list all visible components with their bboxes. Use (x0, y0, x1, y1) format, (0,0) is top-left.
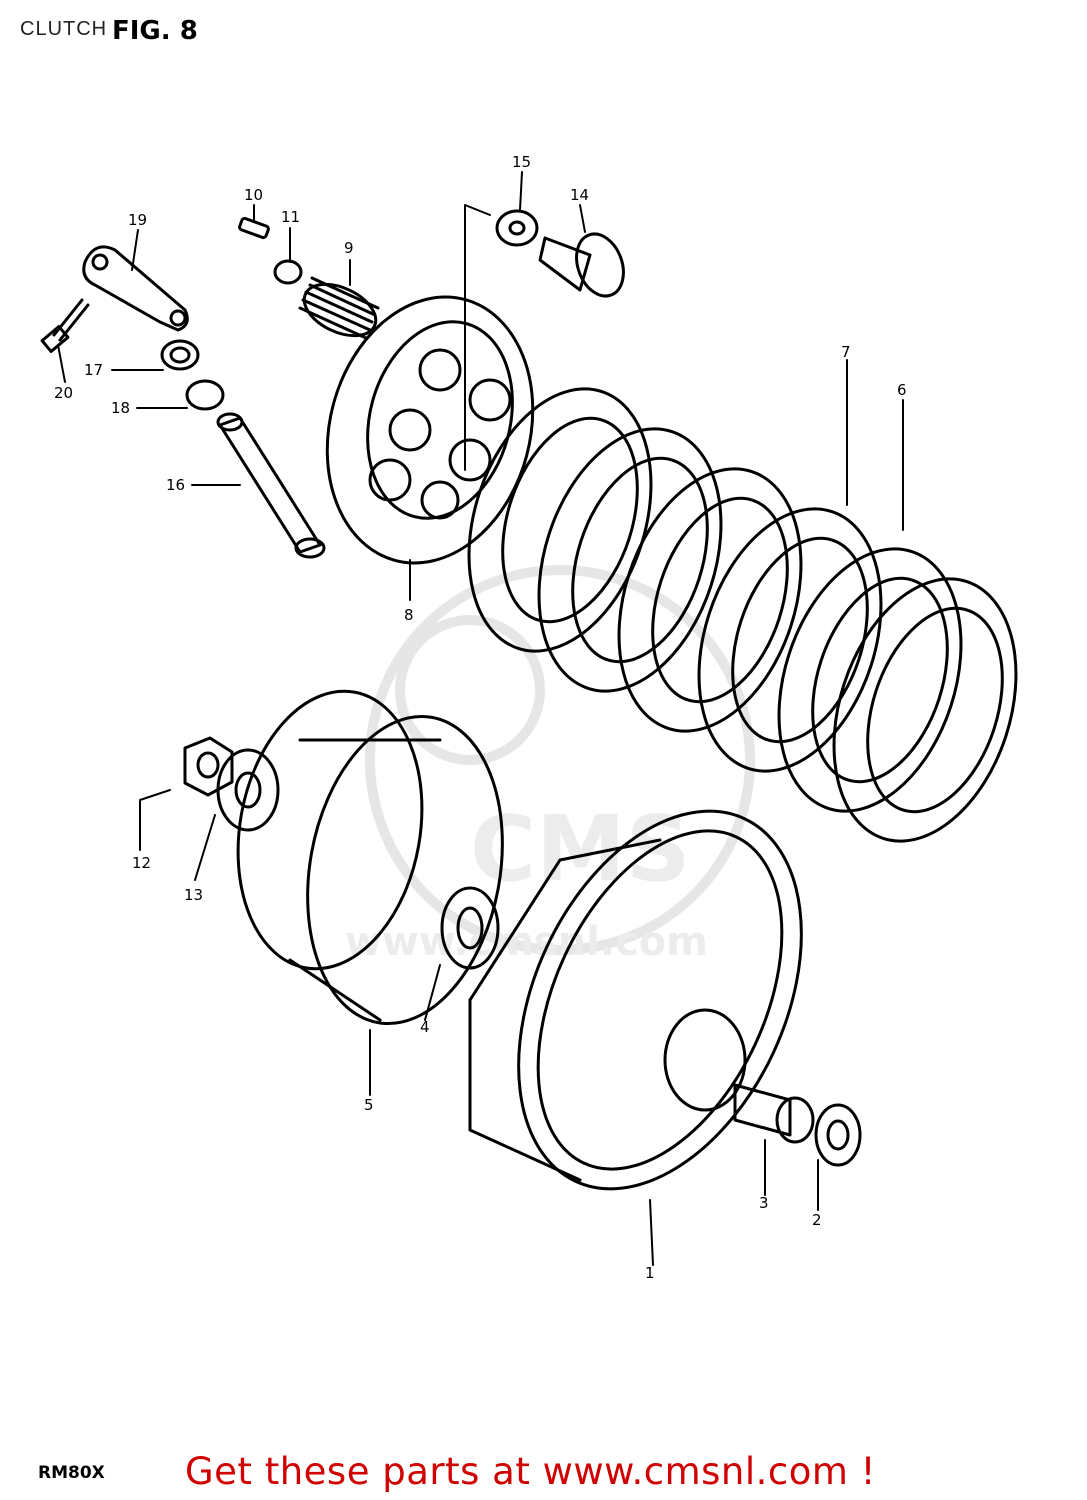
callout-14: 14 (570, 186, 589, 204)
callout-18: 18 (111, 399, 130, 417)
part-3-spacer (733, 1083, 815, 1144)
part-2-washer (814, 1103, 862, 1167)
callout-17: 17 (84, 361, 103, 379)
part-19-lever (82, 245, 189, 332)
part-14-pin (538, 232, 625, 298)
part-13-lockwasher (216, 748, 280, 832)
part-16-pushrod (216, 412, 326, 559)
callout-6: 6 (897, 381, 907, 399)
part-20-bolt (40, 298, 90, 353)
part-5-clutch-hub (236, 689, 504, 1026)
callout-13: 13 (184, 886, 203, 904)
callout-12: 12 (132, 854, 151, 872)
part-4-washer (440, 886, 500, 970)
callout-19: 19 (128, 211, 147, 229)
part-1-clutch-housing (468, 809, 803, 1191)
callout-9: 9 (344, 239, 354, 257)
part-10-bolt (238, 216, 270, 240)
part-15-washer (495, 209, 539, 247)
model-code: RM80X (38, 1463, 105, 1483)
part-12-nut (183, 736, 234, 797)
callout-4: 4 (420, 1018, 430, 1036)
callout-20: 20 (54, 384, 73, 402)
callout-1: 1 (645, 1264, 655, 1282)
callout-3: 3 (759, 1194, 769, 1212)
callout-labels: 1 2 3 4 5 6 7 8 9 10 11 12 13 14 15 16 1… (54, 153, 907, 1282)
callout-5: 5 (364, 1096, 374, 1114)
leader-lines (57, 171, 904, 1266)
watermark: CMS www.cmsnl.com (345, 565, 755, 965)
callout-11: 11 (281, 208, 300, 226)
watermark-url: www.cmsnl.com (345, 919, 708, 965)
callout-7: 7 (841, 343, 851, 361)
figure-number: FIG. 8 (112, 16, 198, 46)
part-6-7-clutch-plates (467, 387, 1018, 843)
callout-16: 16 (166, 476, 185, 494)
part-8-pressure-plate (325, 295, 535, 565)
footer-parts-link[interactable]: Get these parts at www.cmsnl.com ! (185, 1450, 877, 1493)
part-18-oring (185, 379, 225, 411)
callout-2: 2 (812, 1211, 822, 1229)
callout-8: 8 (404, 606, 414, 624)
part-17-washer (160, 339, 200, 371)
section-title: CLUTCH (20, 18, 108, 40)
part-11-washer (273, 259, 303, 285)
part-9-spring (298, 276, 380, 340)
callout-15: 15 (512, 153, 531, 171)
callout-10: 10 (244, 186, 263, 204)
